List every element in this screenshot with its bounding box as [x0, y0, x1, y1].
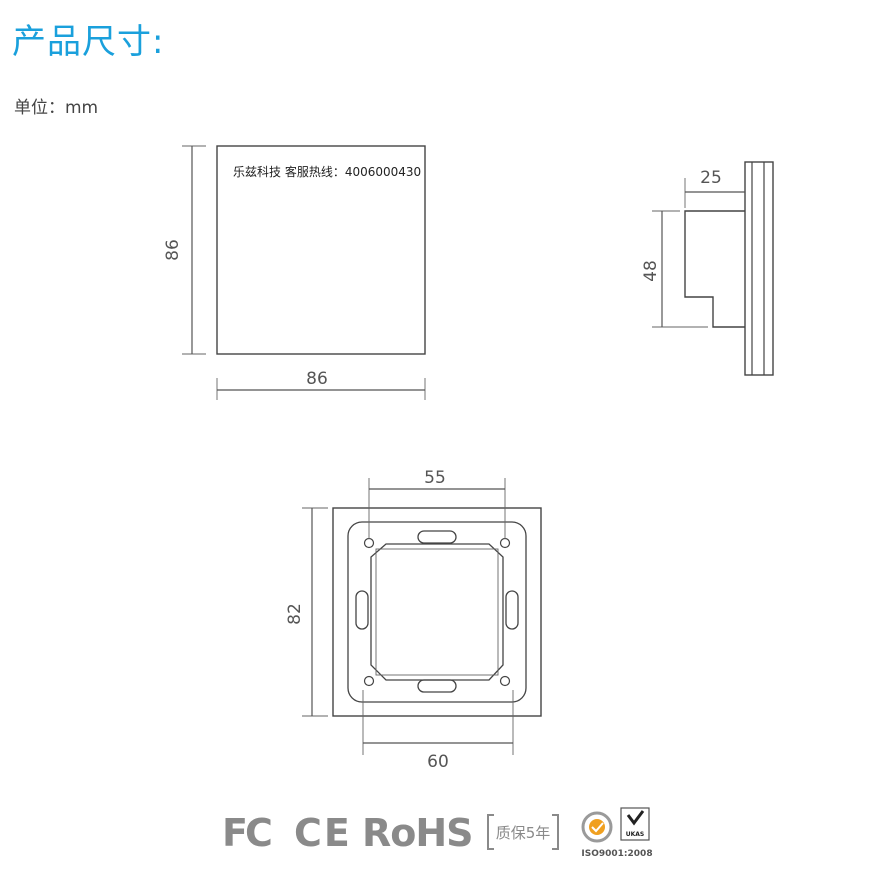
mounting-frame	[370, 543, 504, 681]
mount-slot	[417, 530, 457, 544]
side-faceplate	[744, 161, 774, 376]
back-top-width-label: 55	[424, 468, 446, 488]
fc-logo: FC	[222, 811, 271, 855]
side-body	[684, 210, 745, 328]
mount-slot	[505, 590, 519, 630]
front-height-label: 86	[163, 239, 183, 261]
iso-badge: UKAS ISO9001:2008	[581, 807, 653, 859]
back-bottom-width-label: 60	[427, 752, 449, 772]
side-height-label: 48	[641, 260, 661, 282]
screw-hole	[499, 675, 511, 687]
warranty-badge: 质保5年	[487, 814, 559, 850]
page-title: 产品尺寸:	[12, 22, 165, 62]
rohs-logo: RoHS	[362, 811, 473, 855]
back-view: 55 82 60	[285, 468, 542, 772]
warranty-text: 质保5年	[496, 824, 551, 842]
iso-text: ISO9001:2008	[581, 849, 652, 859]
iso-circle-icon	[581, 811, 613, 843]
side-depth-label: 25	[700, 168, 722, 188]
ce-logo: CE	[294, 811, 352, 855]
side-view: 25 48	[641, 161, 774, 376]
back-plate-outer	[332, 507, 542, 717]
screw-hole	[363, 675, 375, 687]
front-width-label: 86	[306, 369, 328, 389]
front-view: 乐兹科技 客服热线：4006000430 86 86	[163, 145, 426, 400]
mount-slot	[355, 590, 369, 630]
unit-label: 单位：mm	[14, 98, 99, 118]
certifications: FC CE RoHS 质保5年 UKAS ISO9001:2008	[222, 807, 653, 859]
mount-slot	[417, 679, 457, 693]
back-plate-inner	[347, 521, 527, 703]
ukas-text: UKAS	[626, 831, 645, 838]
iso-check-icon	[589, 819, 605, 835]
front-panel	[216, 145, 426, 355]
back-height-label: 82	[285, 603, 305, 625]
front-face-text: 乐兹科技 客服热线：4006000430	[233, 164, 421, 179]
